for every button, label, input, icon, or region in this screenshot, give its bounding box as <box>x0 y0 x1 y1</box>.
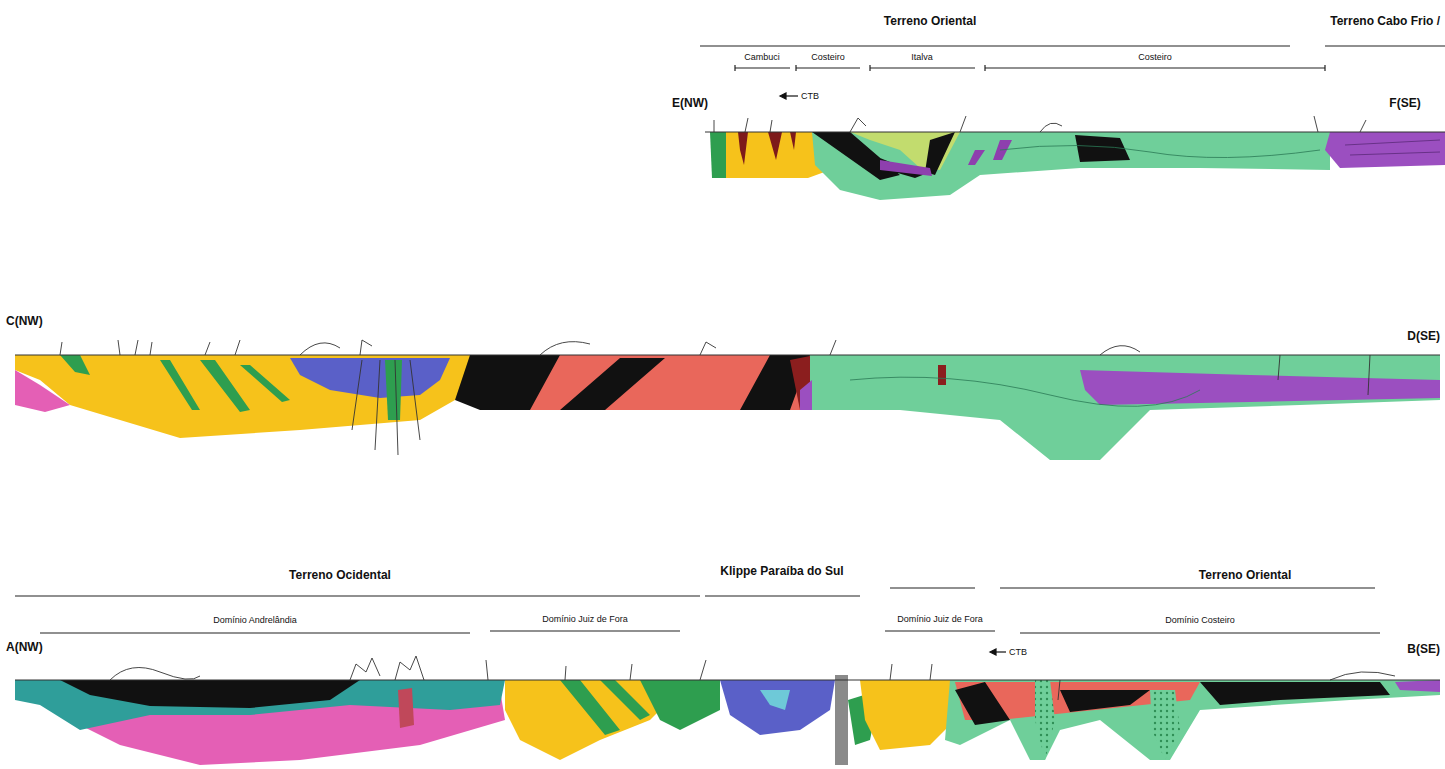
section-cd <box>455 355 810 410</box>
section-heading: Terreno Oriental <box>884 15 976 29</box>
bracket-line <box>1000 587 1375 588</box>
section-cd <box>850 377 1200 406</box>
section-ef <box>1325 132 1445 168</box>
section-heading: Terreno Ocidental <box>289 569 391 583</box>
section-cd <box>938 365 946 385</box>
bracket-line <box>885 630 995 631</box>
section-heading: Terreno Oriental <box>1199 569 1291 583</box>
section-ab <box>835 675 848 765</box>
section-heading: D(SE) <box>1407 330 1440 344</box>
section-cd <box>352 360 420 455</box>
bracket-line <box>1325 45 1445 46</box>
bracket-line <box>1020 632 1380 633</box>
section-ef <box>1345 140 1440 155</box>
bracket-line <box>700 45 1290 46</box>
section-ab <box>15 680 505 730</box>
section-cd <box>60 355 290 412</box>
section-label: Costeiro <box>1138 52 1172 62</box>
section-label: CTB <box>801 91 819 101</box>
bracket-line <box>735 67 790 68</box>
section-ef <box>812 132 1330 200</box>
section-cd <box>15 355 1440 356</box>
ctb-pointer <box>990 649 996 655</box>
section-label: Costeiro <box>811 52 845 62</box>
bracket-line <box>15 46 1445 633</box>
section-cd <box>15 370 70 412</box>
bracket-line <box>985 67 1325 68</box>
section-label: Domínio Juiz de Fora <box>897 614 983 624</box>
section-ef <box>705 116 1445 200</box>
section-ab <box>945 680 1440 760</box>
section-cd <box>385 360 402 420</box>
section-ef <box>1075 135 1130 162</box>
section-heading: B(SE) <box>1407 643 1440 657</box>
section-ef <box>880 140 1012 176</box>
section-label: Domínio Costeiro <box>1165 615 1235 625</box>
section-ab <box>720 680 835 735</box>
section-cd <box>290 358 450 398</box>
bracket-line <box>40 632 470 633</box>
bracket-line <box>890 587 975 588</box>
section-cd <box>15 355 490 438</box>
section-heading: F(SE) <box>1389 97 1420 111</box>
section-ef <box>1000 145 1320 157</box>
section-ef <box>714 116 1366 132</box>
bracket-line <box>734 65 735 71</box>
section-ab <box>15 656 1440 765</box>
section-heading: Klippe Paraíba do Sul <box>720 565 843 579</box>
section-heading: Terreno Cabo Frio / <box>1330 15 1440 29</box>
bracket-line <box>869 65 870 71</box>
section-ab <box>1395 680 1440 692</box>
section-ef <box>710 132 728 178</box>
section-ab <box>60 680 360 708</box>
bracket-line <box>870 67 975 68</box>
section-cd <box>60 340 1370 395</box>
bracket-line <box>984 65 985 71</box>
section-ab <box>398 688 414 728</box>
bracket-line <box>15 595 700 596</box>
section-label: Italva <box>911 52 933 62</box>
section-heading: E(NW) <box>672 97 708 111</box>
bracket-line <box>795 65 796 71</box>
section-cd <box>15 340 1440 460</box>
section-ab <box>1035 680 1180 760</box>
section-ab <box>560 680 720 735</box>
bracket-line <box>705 595 860 596</box>
section-label: Cambuci <box>744 52 780 62</box>
bracket-line <box>796 67 860 68</box>
section-ef <box>705 132 1445 133</box>
section-cd <box>1080 370 1440 405</box>
bracket-line <box>490 630 680 631</box>
section-cd <box>810 355 1440 460</box>
bracket-line <box>1324 65 1325 71</box>
section-heading: A(NW) <box>6 641 43 655</box>
section-ab <box>110 656 1395 700</box>
section-ef <box>812 132 955 180</box>
section-label: CTB <box>1009 647 1027 657</box>
section-cd <box>800 380 812 410</box>
section-ab <box>760 690 790 710</box>
ctb-pointer <box>780 93 786 99</box>
section-ef <box>738 132 796 165</box>
section-label: Domínio Andrelândia <box>213 615 297 625</box>
section-label: Domínio Juiz de Fora <box>542 614 628 624</box>
section-ab <box>15 680 1440 681</box>
section-heading: C(NW) <box>6 315 43 329</box>
